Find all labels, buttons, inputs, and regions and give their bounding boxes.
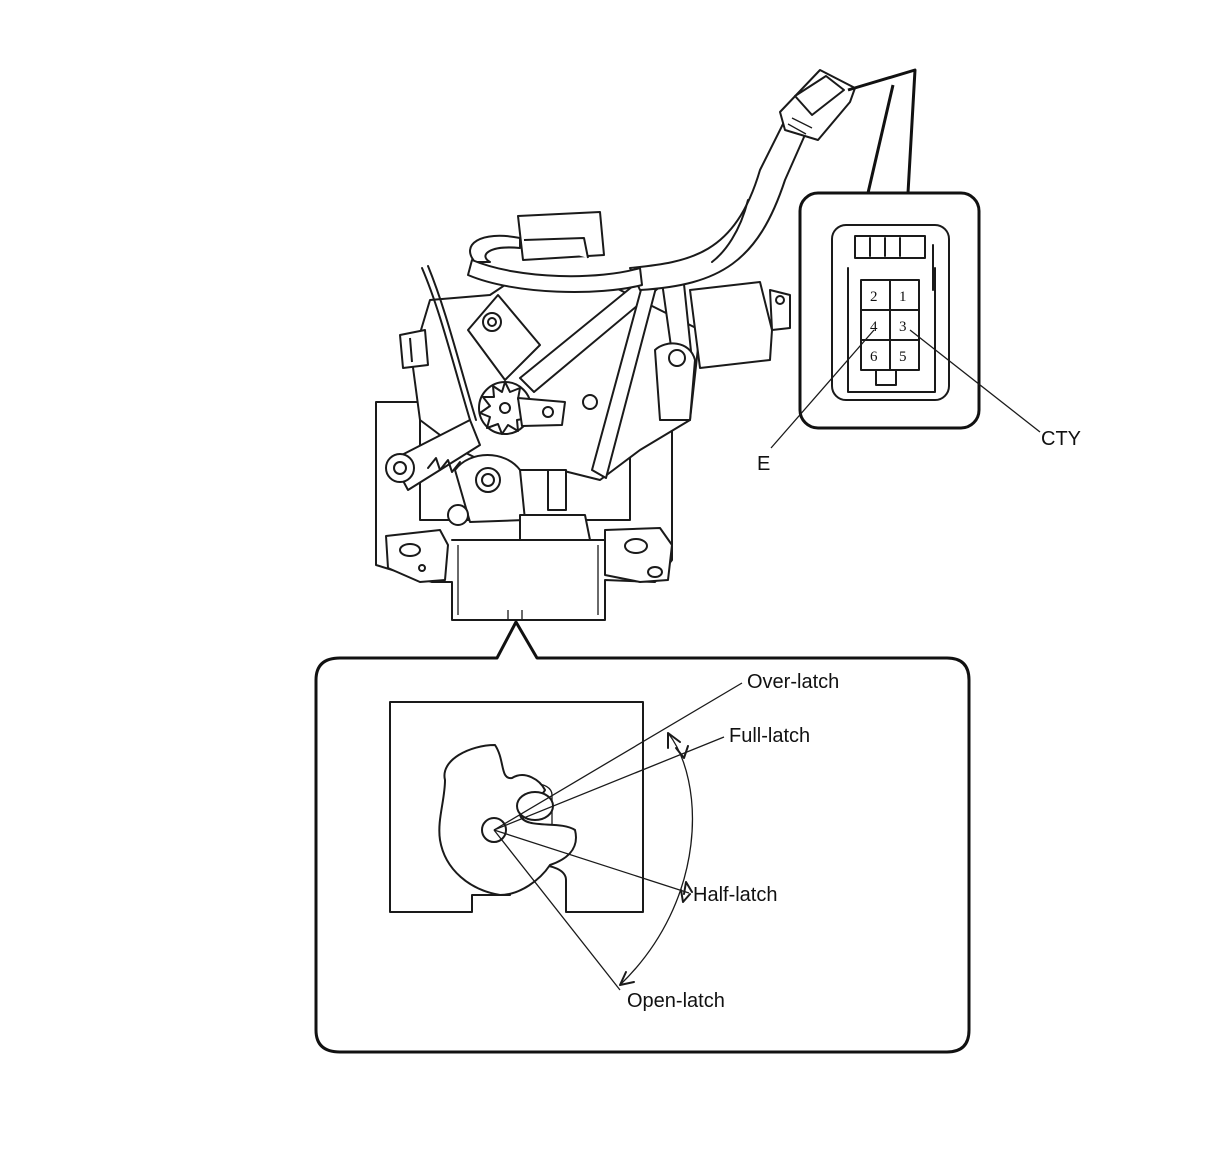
label-over-latch: Over-latch	[747, 671, 839, 693]
latch-pivot	[481, 817, 507, 843]
line-over-latch	[493, 682, 743, 831]
pin-5: 5	[899, 349, 907, 365]
latch-detail-callout	[314, 620, 971, 1054]
rotation-arc	[619, 732, 694, 986]
leader-cty	[909, 329, 1041, 433]
connector-detail-callout: 2 1 4 3 6 5	[770, 191, 1041, 449]
pin-4: 4	[870, 319, 878, 335]
latch-cam	[438, 744, 577, 896]
line-open-latch	[493, 829, 621, 991]
label-half-latch: Half-latch	[693, 884, 777, 906]
label-full-latch: Full-latch	[729, 725, 810, 747]
pin-3: 3	[899, 319, 907, 335]
pin-6: 6	[870, 349, 878, 365]
label-open-latch: Open-latch	[627, 990, 725, 1012]
pin-2: 2	[870, 289, 878, 305]
harness-connector-plug	[779, 69, 856, 141]
label-cty: CTY	[1041, 428, 1081, 450]
door-lock-assembly	[375, 211, 791, 621]
wire-harness	[467, 119, 809, 293]
leader-e	[770, 329, 875, 449]
line-half-latch	[493, 829, 690, 894]
connector-callout-pointer	[847, 68, 917, 194]
pin-1: 1	[899, 289, 907, 305]
label-e: E	[757, 453, 770, 475]
